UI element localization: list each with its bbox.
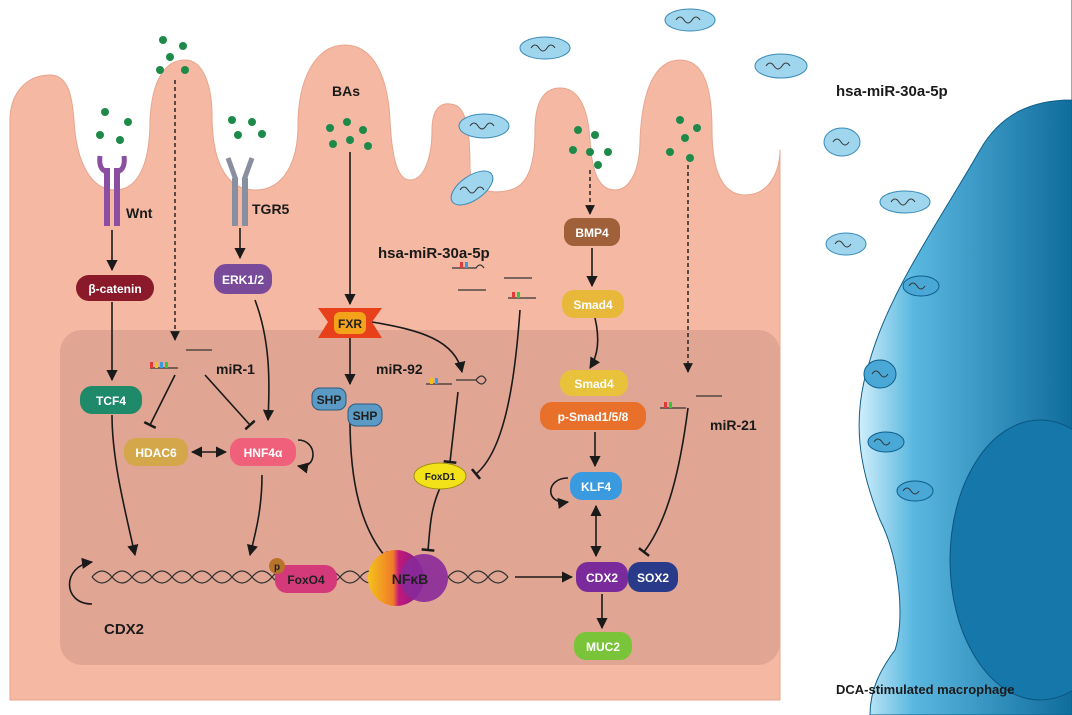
mirna-top-label: hsa-miR-30a-5p — [836, 83, 948, 100]
mir21-label: miR-21 — [710, 417, 757, 433]
exosome-vesicle — [902, 275, 940, 297]
macrophage-label: DCA-stimulated macrophage — [836, 682, 1014, 697]
svg-text:TCF4: TCF4 — [96, 394, 126, 408]
smad4-node: Smad4 — [562, 290, 624, 318]
bile-acid-dots — [96, 36, 701, 169]
exosome-vesicle — [823, 127, 861, 157]
exosome-vesicle — [896, 480, 934, 502]
foxd1-node: FoxD1 — [413, 462, 467, 490]
shp-node: SHP — [311, 387, 347, 411]
nfkb-node: NFκB — [368, 550, 448, 606]
svg-text:HDAC6: HDAC6 — [135, 446, 177, 460]
muc2-node: MUC2 — [574, 632, 632, 660]
tgr5-label: TGR5 — [252, 201, 290, 217]
exosome-vesicle — [458, 113, 510, 139]
mir1-label: miR-1 — [216, 361, 255, 377]
exosome-vesicle — [450, 170, 494, 206]
bmp4-node: BMP4 — [564, 218, 620, 246]
mir92-label: miR-92 — [376, 361, 423, 377]
exosome-vesicle — [825, 232, 867, 256]
svg-text:HNF4α: HNF4α — [244, 446, 283, 460]
psmad-node: p-Smad1/5/8 — [540, 402, 646, 430]
sox2-node: SOX2 — [628, 562, 678, 592]
svg-text:FXR: FXR — [338, 317, 362, 331]
smad4-node: Smad4 — [560, 370, 628, 396]
svg-text:β-catenin: β-catenin — [88, 282, 141, 296]
svg-text:FoxD1: FoxD1 — [425, 472, 456, 483]
exosome-vesicle — [519, 36, 571, 60]
foxo4-node: FoxO4 p — [269, 558, 337, 593]
klf4-node: KLF4 — [570, 472, 622, 500]
hnf4a-node: HNF4α — [230, 438, 296, 466]
tcf4-node: TCF4 — [80, 386, 142, 414]
bas-label: BAs — [332, 83, 360, 99]
cdx2-dna-label: CDX2 — [104, 621, 144, 638]
svg-text:p: p — [274, 562, 280, 573]
exosome-vesicle — [879, 190, 931, 214]
svg-text:BMP4: BMP4 — [575, 226, 609, 240]
exosome-vesicle — [754, 53, 808, 79]
svg-text:Smad4: Smad4 — [574, 377, 614, 391]
svg-text:FoxO4: FoxO4 — [287, 573, 325, 587]
mirna-mid-label: hsa-miR-30a-5p — [378, 245, 490, 262]
svg-text:CDX2: CDX2 — [586, 571, 618, 585]
mirna-colors — [150, 262, 672, 408]
wnt-receptor — [97, 155, 127, 226]
hdac6-node: HDAC6 — [124, 438, 188, 466]
wnt-label: Wnt — [126, 205, 153, 221]
tgr5-receptor — [225, 157, 255, 226]
pathway-arrows — [68, 80, 693, 630]
svg-text:SHP: SHP — [353, 409, 378, 423]
svg-text:NFκB: NFκB — [392, 571, 429, 587]
erk-node: ERK1/2 — [214, 264, 272, 294]
shp-node: SHP — [347, 403, 383, 427]
svg-text:SHP: SHP — [317, 393, 342, 407]
exosome-vesicle — [867, 431, 905, 453]
svg-text:Smad4: Smad4 — [573, 298, 613, 312]
svg-text:KLF4: KLF4 — [581, 480, 611, 494]
macrophage-nucleus — [949, 419, 1072, 701]
svg-text:ERK1/2: ERK1/2 — [222, 273, 264, 287]
beta-catenin-node: β-catenin — [76, 275, 154, 301]
cdx2-node: CDX2 — [576, 562, 628, 592]
fxr-node: FXR — [318, 308, 382, 338]
svg-text:MUC2: MUC2 — [586, 640, 620, 654]
exosome-vesicle — [664, 8, 716, 32]
svg-text:SOX2: SOX2 — [637, 571, 669, 585]
mirna-glyphs — [150, 264, 722, 409]
nucleus-region — [60, 330, 780, 665]
svg-text:p-Smad1/5/8: p-Smad1/5/8 — [558, 410, 629, 424]
